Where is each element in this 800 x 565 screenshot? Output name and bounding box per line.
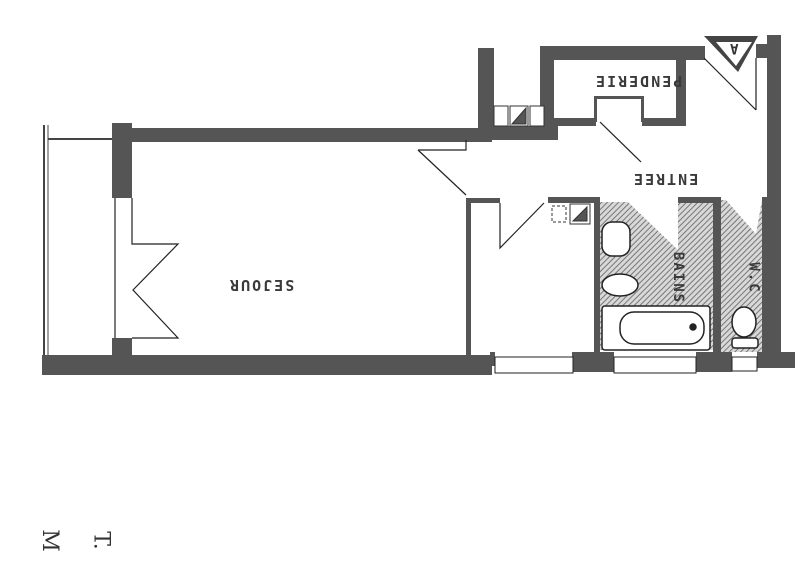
- entry-marker-icon: [704, 36, 758, 72]
- room-label-penderie: PENDERIE: [594, 72, 683, 90]
- entry-marker-label: A: [728, 40, 739, 56]
- room-label-sejour: SEJOUR: [228, 276, 295, 294]
- sink-icon: [601, 221, 631, 257]
- bathroom-fixtures: [601, 221, 759, 351]
- handwritten-note-2: T.: [88, 531, 114, 550]
- kitchen-appliances: [493, 105, 545, 127]
- balcony: [43, 125, 114, 375]
- room-label-wc: W.C: [745, 262, 762, 294]
- handwritten-note-1: M: [36, 529, 62, 552]
- doors: [114, 57, 757, 339]
- room-label-entree: ENTREE: [632, 170, 699, 188]
- utility-box: [551, 203, 591, 225]
- windows: [494, 356, 758, 374]
- bidet-icon: [601, 273, 639, 297]
- toilet-icon: [731, 306, 757, 338]
- room-label-bains: BAINS: [670, 251, 687, 305]
